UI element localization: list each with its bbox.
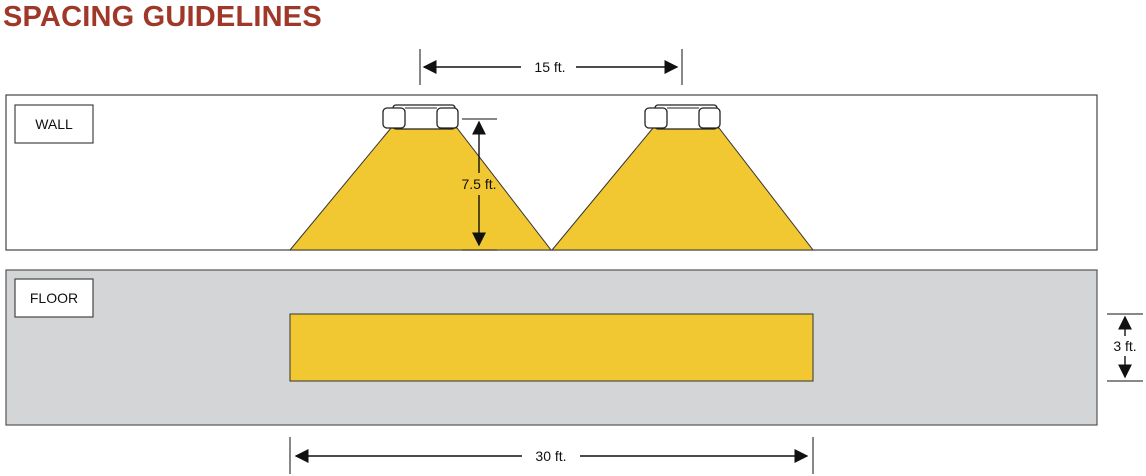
floor-label-box [14,278,94,318]
light-spacing-dimension: 15 ft. [419,49,683,85]
wall-panel-frame [5,94,1098,251]
mount-height-label: 7.5 ft. [461,176,496,192]
floor-coverage-width-dimension: 3 ft. [1107,313,1143,382]
wall-light-fixture-icon [644,104,721,130]
floor-coverage-width-label: 3 ft. [1113,338,1136,354]
floor-panel: FLOOR [5,269,1098,426]
floor-coverage-length-dimension: 30 ft. [289,437,814,474]
light-spacing-label: 15 ft. [534,59,565,75]
floor-coverage-length-label: 30 ft. [535,448,566,464]
page-title: SPACING GUIDELINES [3,1,322,33]
floor-label: FLOOR [30,290,78,306]
mount-height-dimension: 7.5 ft. [461,118,497,251]
wall-light-fixture-icon [382,104,459,130]
wall-label: WALL [35,116,73,132]
wall-label-box [14,104,94,144]
wall-panel: WALL [5,94,1098,251]
floor-light-coverage [289,313,814,382]
